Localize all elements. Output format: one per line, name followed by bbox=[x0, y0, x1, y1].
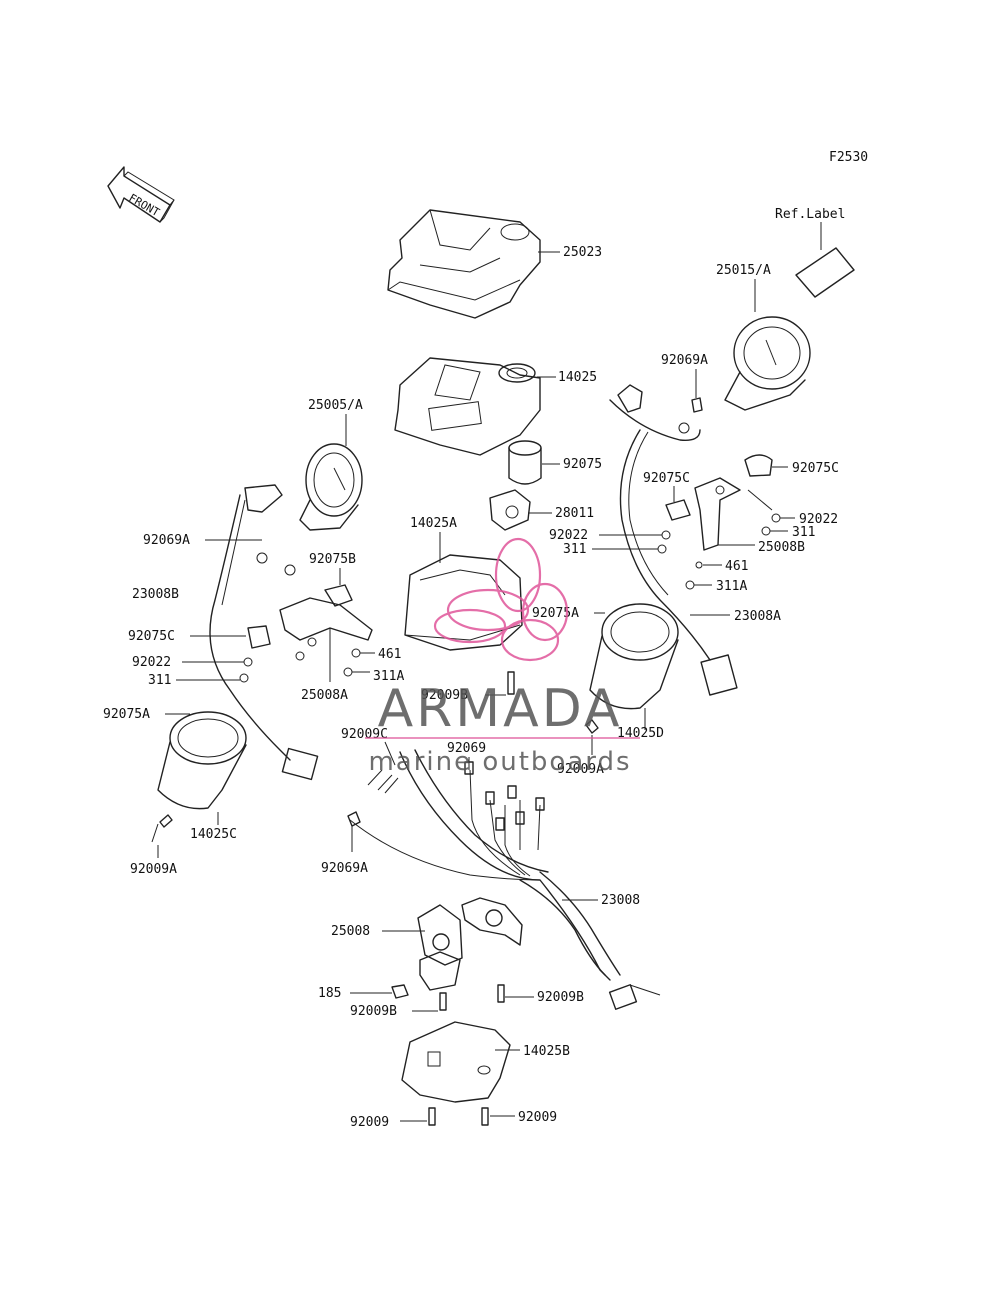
front-label: FRONT bbox=[127, 191, 163, 219]
label-25015A: 25015/A bbox=[716, 263, 771, 278]
label-14025C: 14025C bbox=[190, 827, 237, 842]
screw-92009-right bbox=[481, 1107, 489, 1126]
part-28011 bbox=[489, 489, 531, 531]
label-461-left: 461 bbox=[378, 647, 401, 662]
front-arrow-icon: FRONT bbox=[107, 166, 175, 223]
bottom-cover-14025B bbox=[401, 1021, 511, 1103]
label-185: 185 bbox=[318, 986, 341, 1001]
label-461-right: 461 bbox=[725, 559, 748, 574]
label-311A-left: 311A bbox=[373, 669, 404, 684]
label-28011: 28011 bbox=[555, 506, 594, 521]
label-25008A: 25008A bbox=[301, 688, 348, 703]
harness-23008B bbox=[209, 484, 319, 781]
bolt-185 bbox=[391, 984, 409, 999]
screw-92009A-right bbox=[585, 719, 599, 734]
label-ref-label: Ref.Label bbox=[775, 207, 845, 222]
meter-cup-14025C bbox=[157, 711, 247, 810]
screw-92009A-left bbox=[159, 814, 173, 828]
bulb-92069A-bottom bbox=[347, 811, 361, 827]
label-92009-left: 92009 bbox=[350, 1115, 389, 1130]
bracket-25008B bbox=[694, 477, 741, 551]
screw-92009B-top bbox=[507, 671, 515, 695]
screw-92009-left bbox=[428, 1107, 436, 1126]
label-311-right2: 311 bbox=[792, 525, 815, 540]
label-311A-right: 311A bbox=[716, 579, 747, 594]
ref-label-sticker bbox=[795, 247, 855, 298]
label-92069A-bottom: 92069A bbox=[321, 861, 368, 876]
grommet-92075 bbox=[508, 440, 542, 485]
tachometer-right bbox=[724, 316, 811, 411]
watermark-brand: ARMADA bbox=[378, 679, 623, 739]
label-92075C-right-b: 92075C bbox=[792, 461, 839, 476]
label-92022-right: 92022 bbox=[549, 528, 588, 543]
grommet-92075B bbox=[324, 584, 353, 607]
label-92009B-left: 92009B bbox=[350, 1004, 397, 1019]
screws-92009C bbox=[367, 769, 399, 794]
label-25008: 25008 bbox=[331, 924, 370, 939]
label-92009A-left: 92009A bbox=[130, 862, 177, 877]
figure-code: F2530 bbox=[829, 150, 868, 165]
label-23008A: 23008A bbox=[734, 609, 781, 624]
label-92075A-left: 92075A bbox=[103, 707, 150, 722]
meter-case bbox=[394, 357, 541, 456]
screw-92009B-right bbox=[497, 984, 505, 1003]
meter-cup-14025D bbox=[589, 603, 679, 710]
label-92075B: 92075B bbox=[309, 552, 356, 567]
label-92075C-left: 92075C bbox=[128, 629, 175, 644]
label-25023: 25023 bbox=[563, 245, 602, 260]
label-25005A: 25005/A bbox=[308, 398, 363, 413]
label-311-right: 311 bbox=[563, 542, 586, 557]
watermark: ARMADA marine outboards bbox=[365, 537, 640, 777]
label-92075: 92075 bbox=[563, 457, 602, 472]
label-92069A-left: 92069A bbox=[143, 533, 190, 548]
label-25008B: 25008B bbox=[758, 540, 805, 555]
grommet-92075C-left bbox=[247, 625, 271, 649]
label-14025A: 14025A bbox=[410, 516, 457, 531]
label-23008B: 23008B bbox=[132, 587, 179, 602]
bracket-25008 bbox=[417, 897, 523, 991]
label-92009B-right: 92009B bbox=[537, 990, 584, 1005]
label-92009B-top: 92009B bbox=[421, 688, 468, 703]
label-311-left: 311 bbox=[148, 673, 171, 688]
watermark-tagline: marine outboards bbox=[368, 747, 631, 777]
label-92009A-right: 92009A bbox=[557, 762, 604, 777]
harness-23008A bbox=[609, 384, 738, 696]
grommet-92075C-right-b bbox=[744, 454, 773, 477]
label-92009-right: 92009 bbox=[518, 1110, 557, 1125]
meter-cover-top bbox=[387, 209, 541, 319]
watermark-flower-icon bbox=[433, 537, 569, 662]
label-92069: 92069 bbox=[447, 741, 486, 756]
bulb-92069A-right bbox=[691, 397, 703, 413]
label-92022-right2: 92022 bbox=[799, 512, 838, 527]
label-14025B: 14025B bbox=[523, 1044, 570, 1059]
label-92075A-right: 92075A bbox=[532, 606, 579, 621]
harness-23008 bbox=[349, 749, 661, 1010]
label-14025: 14025 bbox=[558, 370, 597, 385]
speedometer-left bbox=[299, 443, 363, 531]
label-23008: 23008 bbox=[601, 893, 640, 908]
label-92069A-right: 92069A bbox=[661, 353, 708, 368]
label-92075C-right-a: 92075C bbox=[643, 471, 690, 486]
bracket-25008A bbox=[279, 597, 373, 661]
grommet-92075C-right-a bbox=[665, 499, 691, 521]
label-92022-left: 92022 bbox=[132, 655, 171, 670]
screw-92009B-left bbox=[439, 992, 447, 1011]
